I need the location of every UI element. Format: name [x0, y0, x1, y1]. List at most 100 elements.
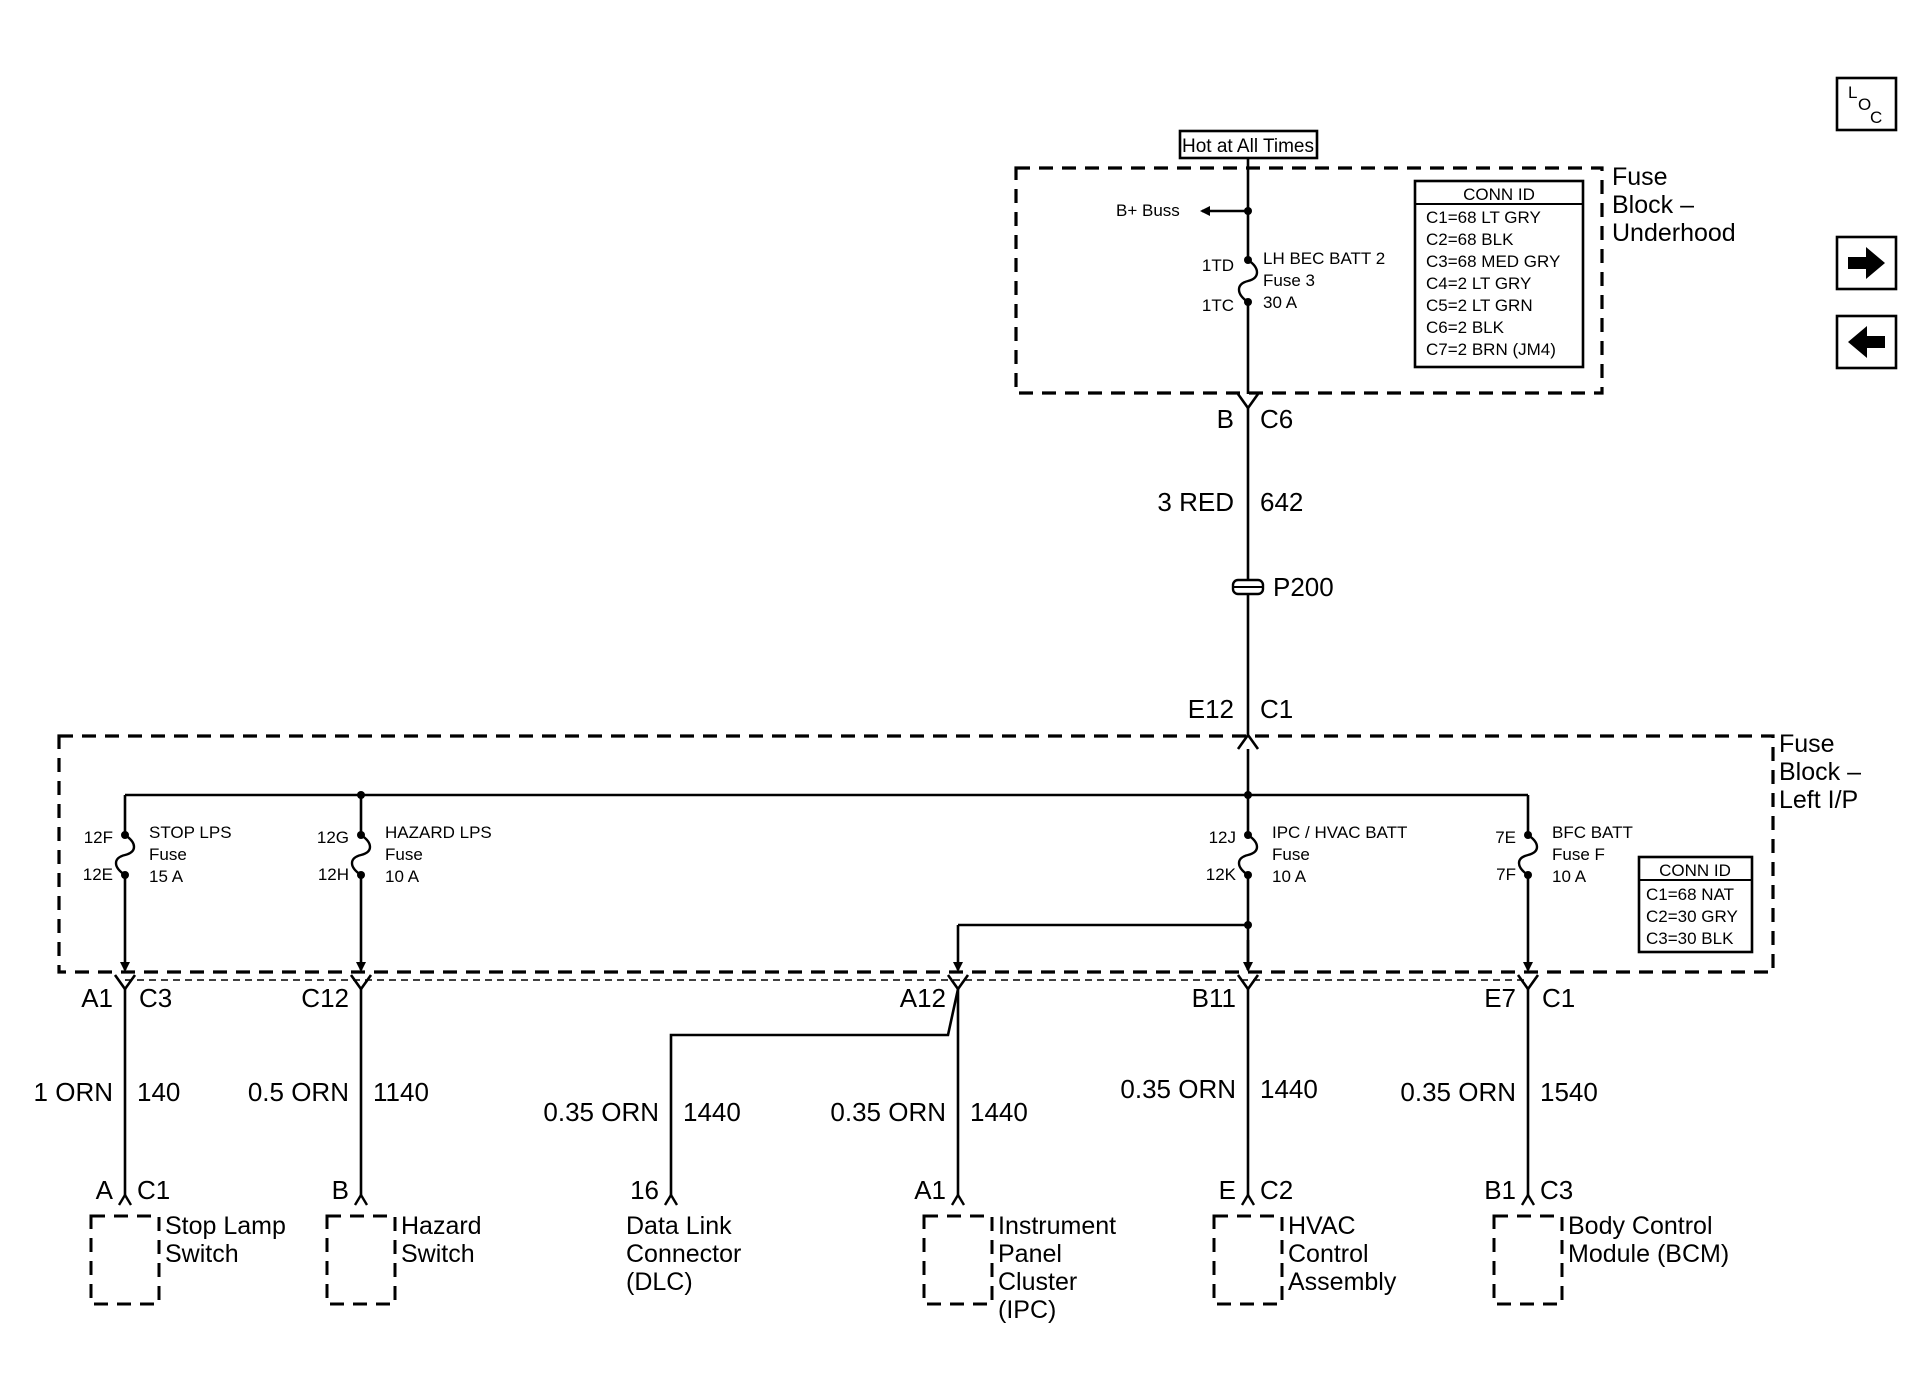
fuse-block-underhood	[1014, 166, 1604, 395]
dest-pin: E	[1219, 1175, 1236, 1205]
wire-gauge: 0.35 ORN	[543, 1097, 659, 1127]
wire-gauge: 0.35 ORN	[1120, 1074, 1236, 1104]
connector-e12-symbol	[1236, 732, 1260, 750]
left-ip-bus	[120, 749, 1533, 972]
feed-connector-pin: B	[1217, 404, 1234, 434]
component-name: Module (BCM)	[1568, 1240, 1729, 1268]
loc-button[interactable]: L O C	[1835, 76, 1898, 132]
fuse-pin-bottom: 7F	[1496, 865, 1516, 884]
arrow-right-icon	[1848, 247, 1885, 279]
feed-wire-circuit: 642	[1260, 487, 1303, 517]
wire-gauge: 0.35 ORN	[830, 1097, 946, 1127]
feed-wire-gauge: 3 RED	[1157, 487, 1234, 517]
feed-connector-id: C6	[1260, 404, 1293, 434]
fuse-name: IPC / HVAC BATT	[1272, 823, 1407, 842]
hot-at-all-times-box	[1178, 129, 1319, 160]
dest-pin: 16	[630, 1175, 659, 1205]
output-pin: B11	[1192, 983, 1236, 1013]
underhood-title-line2: Block –	[1612, 191, 1694, 219]
fuse-name: STOP LPS	[149, 823, 232, 842]
dlc-branch-wire	[669, 988, 960, 1195]
component-box	[1212, 1214, 1284, 1306]
left-ip-title-line2: Block –	[1779, 758, 1861, 786]
component-name: Instrument	[998, 1212, 1116, 1240]
connector-symbol	[1516, 974, 1540, 992]
underhood-conn-row: C6=2 BLK	[1426, 318, 1505, 337]
prev-page-button[interactable]	[1835, 314, 1898, 370]
left-ip-conn-row: C3=30 BLK	[1646, 929, 1734, 948]
underhood-conn-row: C3=68 MED GRY	[1426, 252, 1560, 271]
underhood-conn-row: C7=2 BRN (JM4)	[1426, 340, 1556, 359]
next-page-button[interactable]	[1835, 235, 1898, 291]
underhood-conn-id-table: CONN ID C1=68 LT GRY C2=68 BLK C3=68 MED…	[1413, 179, 1585, 369]
component-name: (IPC)	[998, 1296, 1056, 1324]
underhood-fuse-number: Fuse 3	[1263, 271, 1315, 290]
left-ip-conn-id-table: CONN ID C1=68 NAT C2=30 GRY C3=30 BLK	[1637, 855, 1754, 954]
connector-c6-symbol	[1236, 393, 1260, 411]
fuse-rating: 10 A	[1552, 867, 1587, 886]
underhood-conn-row: C4=2 LT GRY	[1426, 274, 1531, 293]
component-name: (DLC)	[626, 1268, 693, 1296]
component-name: Control	[1288, 1240, 1369, 1268]
fuse-rating: 10 A	[385, 867, 420, 886]
component-box	[89, 1214, 161, 1306]
component-name: Data Link	[626, 1212, 732, 1240]
wire-circuit: 140	[137, 1077, 180, 1107]
wire-circuit: 1440	[970, 1097, 1028, 1127]
fuse-pin-top: 12J	[1209, 828, 1236, 847]
component-name: Body Control	[1568, 1212, 1713, 1240]
dest-connector: C2	[1260, 1175, 1293, 1205]
splice-label: P200	[1273, 572, 1334, 602]
fuse-pin-bottom: 12K	[1206, 865, 1237, 884]
left-ip-input-connector: C1	[1260, 694, 1293, 724]
bplus-buss-label: B+ Buss	[1116, 201, 1180, 220]
fuse-name: HAZARD LPS	[385, 823, 492, 842]
underhood-fuse-symbol	[1237, 256, 1259, 306]
component-name: Connector	[626, 1240, 741, 1268]
component-name: Switch	[165, 1240, 239, 1268]
arrow-left-icon	[1848, 326, 1885, 358]
left-ip-conn-header: CONN ID	[1659, 861, 1731, 880]
left-ip-conn-row: C1=68 NAT	[1646, 885, 1734, 904]
loc-letter-c: C	[1870, 108, 1882, 127]
underhood-title-line1: Fuse	[1612, 163, 1668, 191]
wire-circuit: 1140	[373, 1077, 429, 1107]
fuse-pin-bottom: 12H	[318, 865, 349, 884]
left-ip-input-pin: E12	[1188, 694, 1234, 724]
output-pin: E7	[1484, 983, 1516, 1013]
dest-connector: C3	[1540, 1175, 1573, 1205]
underhood-conn-header: CONN ID	[1463, 185, 1535, 204]
dest-connector: C1	[137, 1175, 170, 1205]
underhood-fuse-pin-bottom: 1TC	[1202, 296, 1234, 315]
connector-symbol	[946, 974, 970, 992]
fuse-rating: 10 A	[1272, 867, 1307, 886]
fuse-pin-top: 7E	[1495, 828, 1516, 847]
fuse-pin-bottom: 12E	[83, 865, 113, 884]
loc-letter-l: L	[1848, 83, 1857, 102]
fuse-pin-top: 12F	[84, 828, 113, 847]
underhood-conn-row: C1=68 LT GRY	[1426, 208, 1541, 227]
wire-gauge: 0.35 ORN	[1400, 1077, 1516, 1107]
connector-symbol	[1236, 974, 1260, 992]
dest-pin: B	[332, 1175, 349, 1205]
fuse-block-left-ip	[57, 734, 1775, 974]
wire-gauge: 0.5 ORN	[248, 1077, 349, 1107]
component-box	[922, 1214, 994, 1306]
output-pin: A12	[900, 983, 946, 1013]
output-connector: C3	[139, 983, 172, 1013]
component-name: Assembly	[1288, 1268, 1397, 1296]
fuse-number: Fuse	[149, 845, 187, 864]
loc-letter-o: O	[1858, 95, 1871, 114]
fuse-number: Fuse	[1272, 845, 1310, 864]
output-pin: A1	[81, 983, 113, 1013]
fuse-pin-top: 12G	[317, 828, 349, 847]
wire-circuit: 1440	[1260, 1074, 1318, 1104]
component-name: Hazard	[401, 1212, 482, 1240]
left-ip-title-line3: Left I/P	[1779, 786, 1858, 814]
